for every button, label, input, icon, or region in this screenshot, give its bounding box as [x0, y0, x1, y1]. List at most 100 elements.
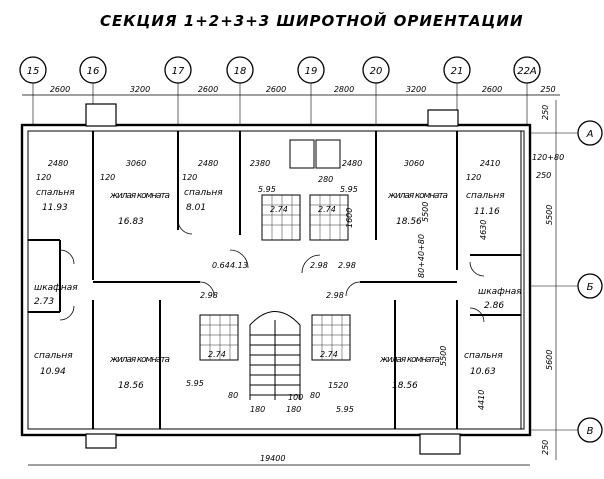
dim-room-6: 3060: [404, 159, 424, 168]
room-11-area: 10.63: [470, 367, 496, 377]
axis-labels-top: 15 16 17 18 19 20 21 22A: [27, 66, 537, 77]
axis-label-17: 17: [172, 66, 185, 77]
axis-label-18: 18: [234, 66, 247, 77]
misc-20: 1520: [328, 381, 348, 390]
axis-label-22a: 22A: [517, 66, 537, 77]
room-6-area: 2.73: [34, 297, 54, 307]
dim-right-4: 250: [541, 440, 550, 455]
room-2-area: 16.83: [118, 217, 144, 227]
room-10-area: 18.56: [392, 381, 418, 391]
dim-right-1: 250: [541, 105, 550, 120]
misc-15: 2.98: [338, 261, 356, 270]
misc-16: 4.13: [230, 261, 248, 270]
misc-27: 5500: [439, 346, 448, 366]
room-5-name: спальня: [466, 191, 505, 201]
misc-9: 2.74: [318, 205, 336, 214]
misc-labels: 120 120 120 120 5.95 5.95 5.95 5.95 2.74…: [36, 153, 564, 414]
room-7-name: шкафная: [478, 287, 522, 297]
misc-26: 4630: [479, 220, 488, 240]
dim-top-2: 3200: [130, 85, 150, 94]
outer-walls: [20, 123, 532, 437]
room-8-name: спальня: [34, 351, 73, 361]
axis-label-21: 21: [451, 66, 464, 77]
room-11-name: спальня: [464, 351, 503, 361]
misc-24: 80: [310, 391, 320, 400]
dim-room-1: 2480: [48, 159, 68, 168]
misc-19: 1600: [345, 208, 354, 228]
misc-13: 2.98: [326, 291, 344, 300]
interior-walls: [28, 131, 521, 429]
door-swings: [59, 219, 485, 323]
misc-3: 120: [466, 173, 481, 182]
inner-walls-double: [27, 130, 525, 430]
axis-label-20: 20: [370, 66, 383, 77]
axis-label-a: А: [586, 129, 594, 140]
room-labels: спальня 11.93 жилая комната 16.83 спальн…: [34, 188, 522, 391]
room-6-name: шкафная: [34, 283, 78, 293]
room-10-name: жилая комната: [379, 355, 440, 365]
dim-top-8: 250: [540, 85, 555, 94]
axis-label-v: В: [587, 426, 594, 437]
misc-28: 4410: [477, 390, 486, 410]
room-9-name: жилая комната: [109, 355, 170, 365]
dim-right-2: 5500: [545, 205, 554, 225]
axis-label-b: Б: [587, 282, 594, 293]
axis-lines-right: [530, 100, 578, 460]
misc-14: 2.98: [310, 261, 328, 270]
room-9-area: 18.56: [118, 381, 144, 391]
axis-label-16: 16: [87, 66, 100, 77]
dim-room-4: 2380: [250, 159, 270, 168]
misc-31: 80+40+80: [417, 234, 426, 278]
plan-title: СЕКЦИЯ 1+2+3+3 ШИРОТНОЙ ОРИЕНТАЦИИ: [100, 11, 524, 30]
room-3-area: 8.01: [186, 203, 206, 213]
misc-22: 180: [286, 405, 301, 414]
dim-top-1: 2600: [50, 85, 70, 94]
misc-8: 2.74: [270, 205, 288, 214]
window-niches: [85, 103, 461, 455]
room-width-dims: 2480 3060 2480 2380 2480 3060 2410: [48, 159, 500, 168]
misc-18: 280: [318, 175, 333, 184]
dim-room-3: 2480: [198, 159, 218, 168]
bathroom-grids: [200, 195, 350, 360]
misc-5: 5.95: [340, 185, 358, 194]
misc-21: 180: [250, 405, 265, 414]
misc-29: 120+80: [532, 153, 564, 162]
room-7-area: 2.86: [484, 301, 504, 311]
room-1-area: 11.93: [42, 203, 68, 213]
misc-32: 250: [536, 171, 551, 180]
misc-11: 2.74: [320, 350, 338, 359]
misc-4: 5.95: [258, 185, 276, 194]
axis-label-19: 19: [305, 66, 318, 77]
misc-10: 2.74: [208, 350, 226, 359]
bathroom-units: [199, 139, 351, 361]
dim-room-5: 2480: [342, 159, 362, 168]
room-3-name: спальня: [184, 188, 223, 198]
room-4-area: 18.56: [396, 217, 422, 227]
dim-right-3: 5600: [545, 350, 554, 370]
dim-top-3: 2600: [198, 85, 218, 94]
room-8-area: 10.94: [40, 367, 66, 377]
axis-labels-right: А Б В: [586, 129, 594, 437]
misc-17: 0.64: [212, 261, 230, 270]
misc-30: 100: [288, 393, 303, 402]
misc-6: 5.95: [186, 379, 204, 388]
dim-room-7: 2410: [480, 159, 500, 168]
room-5-area: 11.16: [474, 207, 500, 217]
dim-top-5: 2800: [334, 85, 354, 94]
misc-2: 120: [182, 173, 197, 182]
misc-1: 120: [100, 173, 115, 182]
dim-top-7: 2600: [482, 85, 502, 94]
misc-23: 80: [228, 391, 238, 400]
misc-12: 2.98: [200, 291, 218, 300]
dim-top-4: 2600: [266, 85, 286, 94]
dim-top-6: 3200: [406, 85, 426, 94]
misc-25: 5500: [421, 202, 430, 222]
misc-0: 120: [36, 173, 51, 182]
room-2-name: жилая комната: [109, 191, 170, 201]
room-4-name: жилая комната: [387, 191, 448, 201]
overall-width: 19400: [260, 454, 285, 463]
right-dimensions: 250 5500 5600 250: [541, 105, 554, 455]
top-dimensions: 2600 3200 2600 2600 2800 3200 2600 250: [50, 85, 556, 94]
misc-7: 5.95: [336, 405, 354, 414]
staircase: [249, 311, 301, 400]
